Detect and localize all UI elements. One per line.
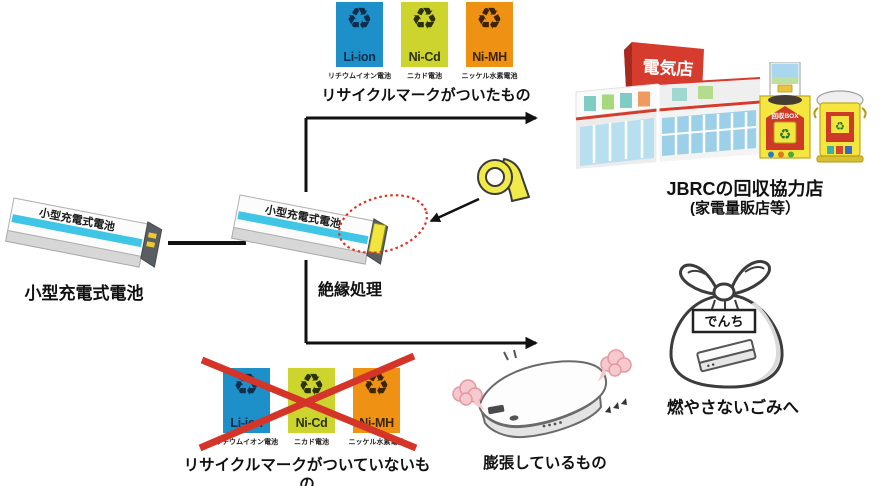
nicd-badge-name: Ni-Cd — [408, 50, 441, 64]
puff-left — [452, 379, 484, 410]
swollen-caption: 膨張しているもの — [483, 455, 607, 472]
cross-out-icon — [198, 352, 418, 452]
jbrc-caption-line1: JBRCの回収協力店 — [666, 179, 824, 199]
recycle-icon: ♻ — [346, 3, 373, 36]
tape-roll-icon — [477, 158, 530, 202]
liion-badge-label: リチウムイオン電池 — [328, 73, 391, 80]
trash-bag-label: でんち — [704, 314, 743, 329]
collection-box-label: 回収BOX — [771, 111, 799, 120]
nimh-badge-unit: ♻ Ni-MH ニッケル水素電池 — [462, 2, 518, 80]
source-battery-caption: 小型充電式電池 — [24, 284, 144, 303]
nimh-badge-name: Ni-MH — [472, 50, 507, 64]
liion-badge-name: Li-ion — [343, 50, 376, 64]
recycle-icon: ♻ — [411, 3, 438, 36]
with-mark-caption: リサイクルマークがついたもの — [321, 87, 531, 104]
liion-badge: ♻ Li-ion — [336, 2, 383, 67]
insulation-caption: 絶縁処理 — [318, 282, 383, 299]
puff-right — [598, 349, 632, 382]
nimh-badge-label: ニッケル水素電池 — [461, 73, 518, 80]
jbrc-caption-line2: (家電量販店等） — [690, 200, 800, 217]
source-battery-icon: 小型充電式電池 — [5, 197, 163, 268]
bag-battery — [696, 339, 757, 373]
trash-bag-icon: でんち — [669, 260, 784, 389]
collection-box-icon: 回収BOX ♻ ♻ — [759, 62, 867, 163]
liion-badge-unit: ♻ Li-ion リチウムイオン電池 — [328, 2, 391, 80]
nimh-badge: ♻ Ni-MH — [466, 2, 513, 67]
recycle-icon: ♻ — [835, 121, 845, 133]
insulated-battery-icon: 小型充電式電池 — [231, 194, 428, 265]
tape-arrow — [429, 197, 480, 223]
store-sign: 電気店 — [642, 57, 694, 80]
without-mark-caption: リサイクルマークがついていないもの — [183, 457, 431, 486]
recycle-mark-badges-top: ♻ Li-ion リチウムイオン電池 ♻ Ni-Cd ニカド電池 ♻ Ni-MH… — [328, 2, 518, 80]
store-icon: 電気店 — [575, 42, 761, 169]
trash-bag-label-box — [691, 308, 757, 334]
swollen-battery-icon — [452, 349, 632, 439]
nimh-badge-label: ニッケル水素電池 — [348, 439, 405, 446]
nicd-badge: ♻ Ni-Cd — [401, 2, 448, 67]
nicd-badge-name: Ni-Cd — [295, 416, 328, 430]
recycle-icon: ♻ — [476, 3, 503, 36]
recycle-mark-badges-bottom: ♻ Li-ion リチウムイオン電池 ♻ Ni-Cd ニカド電池 ♻ Ni-MH… — [215, 368, 405, 446]
nicd-badge-label: ニカド電池 — [407, 73, 442, 80]
nicd-badge-label: ニカド電池 — [294, 439, 329, 446]
nicd-badge-unit: ♻ Ni-Cd ニカド電池 — [401, 2, 448, 80]
liion-badge-label: リチウムイオン電池 — [215, 439, 278, 446]
non-burnable-caption: 燃やさないごみへ — [667, 399, 799, 417]
recycle-icon: ♻ — [779, 126, 792, 142]
